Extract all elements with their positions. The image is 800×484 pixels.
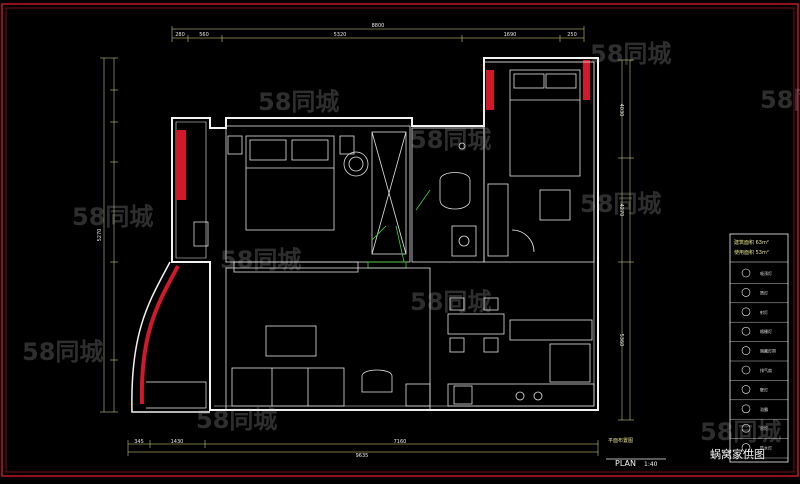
legend-symbol-icon	[741, 268, 751, 278]
watermark-7: 58同城	[410, 288, 491, 316]
dim-bottom-seg-3: 7160	[394, 439, 407, 445]
watermark-11: 58同城	[700, 418, 781, 446]
dim-top-seg-3: 5320	[334, 32, 347, 38]
watermarks: 58同城 58同城 58同城 58同城 58同城 58同城 58同城 58同城 …	[22, 40, 800, 446]
armchair	[361, 369, 393, 393]
sofa	[231, 367, 345, 407]
bathtub	[439, 172, 471, 210]
dim-bottom-total: 9635	[356, 453, 369, 459]
legend-table: 建筑面积 63m² 使用面积 53m² 吸顶灯筒灯射灯格栅灯暗藏灯带排气扇壁灯浴…	[729, 233, 789, 463]
second-bedroom	[483, 61, 595, 263]
watermark-6: 58同城	[580, 190, 661, 218]
dining-kitchen	[447, 297, 595, 407]
double-bed	[245, 135, 335, 231]
drawing-frame	[1, 3, 799, 477]
legend-symbol-icon	[741, 288, 751, 297]
watermark-9: 58同城	[22, 338, 103, 366]
dining-table	[447, 313, 505, 335]
watermark-10: 58同城	[196, 406, 277, 434]
dim-top-seg-5: 250	[567, 32, 577, 38]
washbasin	[451, 225, 477, 257]
coffee-table	[265, 325, 317, 357]
dim-left-total: 5270	[97, 229, 103, 242]
plan-title-block: 平面布置图 PLAN 1:40	[606, 437, 666, 468]
watermark-5: 58同城	[220, 246, 301, 274]
top-dimensions	[171, 26, 585, 42]
legend-item-label: 排气扇	[760, 367, 772, 373]
legend-symbol-icon	[741, 326, 751, 336]
legend-item-label: 暗藏灯带	[760, 348, 776, 354]
legend-item-label: 射灯	[760, 309, 768, 315]
tv-cabinet	[233, 261, 359, 273]
watermark-8: 58同城	[760, 86, 800, 114]
dim-right-1: 4030	[618, 104, 624, 117]
kitchen-counter	[447, 383, 595, 407]
legend-symbol-icon	[741, 443, 751, 452]
legend-item-label: 筒灯	[760, 289, 768, 295]
dim-top-seg-2: 560	[199, 32, 209, 38]
plan-scale: 1:40	[644, 461, 658, 468]
legend-area-1: 建筑面积 63m²	[734, 239, 769, 246]
dim-top-total: 8800	[372, 23, 385, 29]
dim-right-2: 4270	[618, 204, 624, 217]
legend-symbol-icon	[741, 346, 751, 355]
dim-right-3: 5360	[618, 334, 624, 347]
watermark-4: 58同城	[72, 203, 153, 231]
watermark-2: 58同城	[590, 40, 671, 68]
legend-item-label: 壁灯	[760, 386, 768, 392]
living-room	[225, 261, 431, 411]
right-dimensions	[618, 59, 634, 421]
watermark-3: 58同城	[410, 126, 491, 154]
dim-top-seg-4: 1690	[504, 32, 517, 38]
plan-title: PLAN	[615, 459, 636, 468]
legend-symbol-icon	[741, 385, 751, 394]
desk	[539, 189, 571, 221]
balcony	[131, 221, 210, 413]
dim-bottom-seg-1: 345	[134, 439, 144, 445]
legend-area-2: 使用面积 53m²	[734, 249, 769, 256]
bottom-dimensions	[127, 440, 599, 456]
dim-top-seg-1: 280	[175, 32, 185, 38]
legend-symbol-icon	[741, 307, 751, 317]
legend-item-label: 防水灯	[760, 445, 772, 451]
legend-item-label: 浴霸	[760, 406, 768, 412]
watermark-1: 58同城	[258, 88, 339, 116]
single-bed	[509, 69, 581, 177]
wardrobe	[371, 131, 407, 255]
source-credit: 蜗窝家供图	[710, 447, 765, 461]
dim-bottom-seg-2: 1430	[171, 439, 184, 445]
legend-symbol-icon	[741, 404, 751, 414]
exterior-walls	[171, 57, 599, 411]
round-chair	[343, 151, 369, 177]
red-wall-hatches	[176, 60, 590, 200]
plan-label-cn: 平面布置图	[608, 437, 633, 444]
legend-item-label: 吸顶灯	[760, 270, 772, 276]
left-dimensions	[100, 57, 118, 413]
legend-item-label: 吊灯	[760, 425, 768, 431]
legend-symbol-icon	[741, 423, 751, 433]
legend-symbol-icon	[741, 365, 751, 375]
legend-item-label: 格栅灯	[760, 328, 772, 334]
